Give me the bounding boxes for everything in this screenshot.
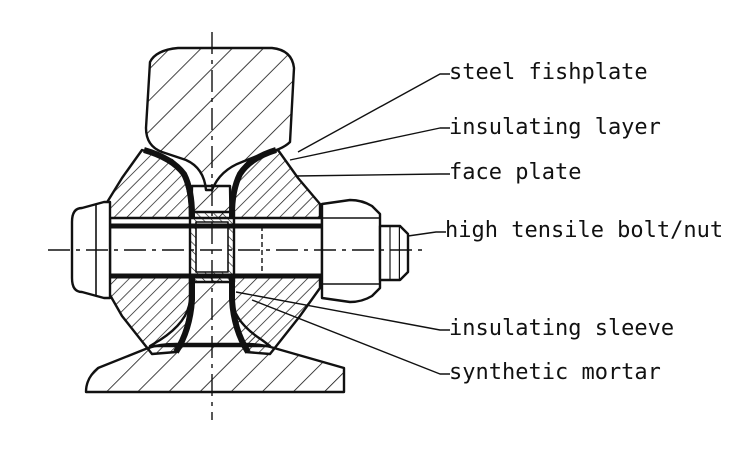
leader-insulating-sleeve bbox=[235, 291, 450, 331]
bolt-nut bbox=[320, 198, 382, 304]
label-bolt-nut: high tensile bolt/nut bbox=[445, 218, 724, 243]
label-insulating-sleeve: insulating sleeve bbox=[449, 316, 675, 341]
leader-face-plate bbox=[295, 173, 450, 177]
leader-steel-fishplate bbox=[297, 73, 450, 153]
label-face-plate: face plate bbox=[449, 160, 582, 185]
insulating-layer-right bbox=[229, 147, 277, 354]
rail-head bbox=[144, 46, 296, 192]
leader-insulating-layer bbox=[289, 127, 450, 161]
leader-synthetic-mortar bbox=[251, 299, 450, 375]
rail-foot bbox=[84, 342, 346, 394]
insulating-layer-left bbox=[143, 147, 195, 354]
label-insulating-layer: insulating layer bbox=[449, 115, 661, 140]
label-synthetic-mortar: synthetic mortar bbox=[449, 360, 661, 385]
label-steel-fishplate: steel fishplate bbox=[449, 60, 648, 85]
leader-bolt-nut bbox=[407, 231, 446, 237]
